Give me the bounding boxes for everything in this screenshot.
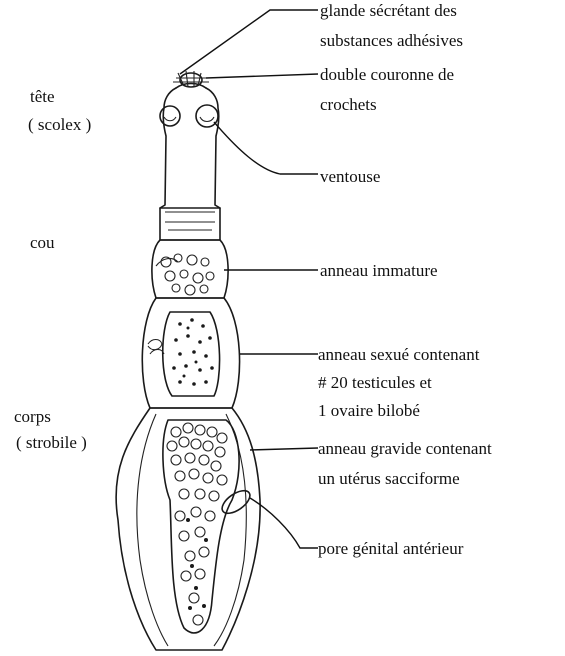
label-gravide-2: un utérus sacciforme <box>318 468 460 489</box>
label-immature: anneau immature <box>320 260 438 281</box>
ovary <box>148 340 164 355</box>
label-sexue-3: 1 ovaire bilobé <box>318 400 420 421</box>
leader-ventouse <box>214 122 318 174</box>
leader-glande <box>180 10 318 74</box>
label-couronne-2: crochets <box>320 94 377 115</box>
label-gravide-1: anneau gravide contenant <box>318 438 492 459</box>
genital-pore-sac <box>218 486 253 517</box>
neck-segment <box>160 208 220 240</box>
label-sexue-2: # 20 testicules et <box>318 372 432 393</box>
label-tete: tête <box>30 86 55 107</box>
label-pore: pore génital antérieur <box>318 538 463 559</box>
label-couronne-1: double couronne de <box>320 64 454 85</box>
leader-couronne <box>206 74 318 78</box>
label-corps: corps <box>14 406 51 427</box>
label-ventouse: ventouse <box>320 166 380 187</box>
mature-inner <box>163 312 220 396</box>
label-cou: cou <box>30 232 55 253</box>
label-sexue-1: anneau sexué contenant <box>318 344 479 365</box>
leader-gravide <box>250 448 318 450</box>
immature-segment <box>152 240 228 298</box>
label-scolex: ( scolex ) <box>28 114 91 135</box>
mature-segment <box>142 298 239 408</box>
label-glande-1: glande sécrétant des <box>320 0 457 21</box>
testicles <box>172 318 214 386</box>
label-glande-2: substances adhésives <box>320 30 463 51</box>
label-strobile: ( strobile ) <box>16 432 87 453</box>
uterus <box>163 420 239 633</box>
gravid-inner <box>137 414 246 646</box>
immature-contents <box>156 254 214 295</box>
eggs <box>167 423 227 625</box>
